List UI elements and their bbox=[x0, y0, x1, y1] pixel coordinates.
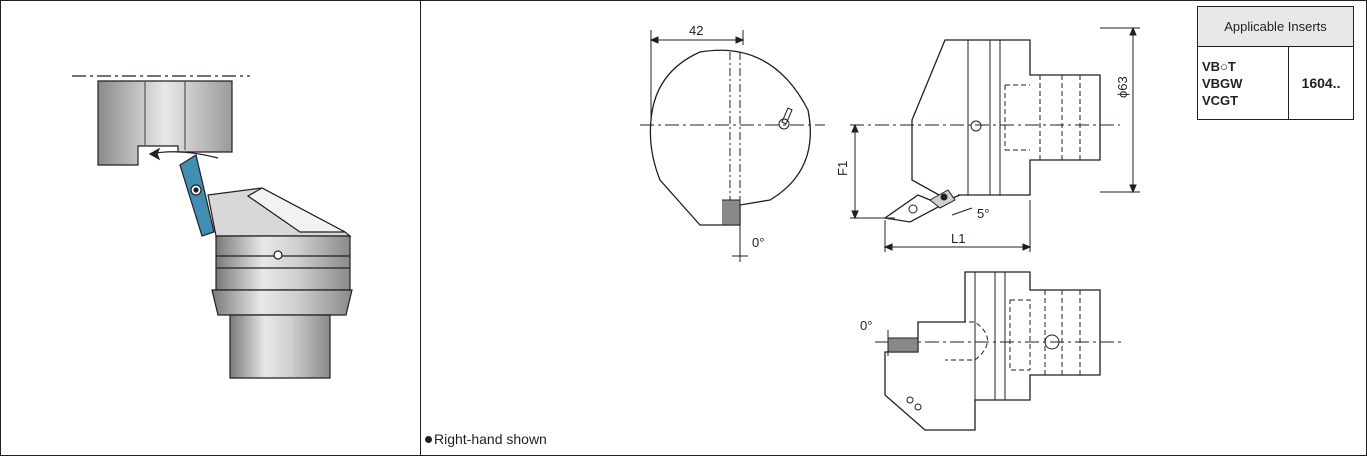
angle-side-5: 5° bbox=[977, 206, 990, 221]
applicable-inserts-table: Applicable Inserts VB○T VBGW VCGT 1604.. bbox=[1197, 6, 1354, 120]
top-view bbox=[875, 271, 1125, 431]
workpiece bbox=[72, 75, 250, 166]
side-view bbox=[850, 26, 1140, 252]
note-text: Right-hand shown bbox=[434, 431, 547, 447]
insert-size-cell: 1604.. bbox=[1288, 46, 1354, 120]
dim-diameter-63: ϕ63 bbox=[1115, 76, 1130, 98]
holder-3d-illustration bbox=[72, 75, 353, 379]
insert-code: VBGW bbox=[1202, 75, 1243, 91]
insert-codes-cell: VB○T VBGW VCGT bbox=[1197, 46, 1289, 120]
angle-front-0: 0° bbox=[752, 235, 765, 250]
holder-body bbox=[207, 187, 353, 379]
insert bbox=[179, 154, 215, 237]
insert-code: VCGT bbox=[1202, 92, 1239, 108]
angle-bottom-0: 0° bbox=[860, 318, 873, 333]
dim-l1: L1 bbox=[951, 231, 966, 246]
dim-width-42: 42 bbox=[689, 23, 704, 38]
insert-code: VB○T bbox=[1202, 58, 1236, 74]
dim-f1: F1 bbox=[835, 160, 850, 176]
front-view bbox=[640, 30, 825, 262]
right-hand-note: Right-hand shown bbox=[425, 431, 547, 447]
bullet-icon bbox=[425, 436, 432, 443]
panel-divider bbox=[420, 0, 421, 456]
inserts-table-header: Applicable Inserts bbox=[1197, 6, 1354, 47]
